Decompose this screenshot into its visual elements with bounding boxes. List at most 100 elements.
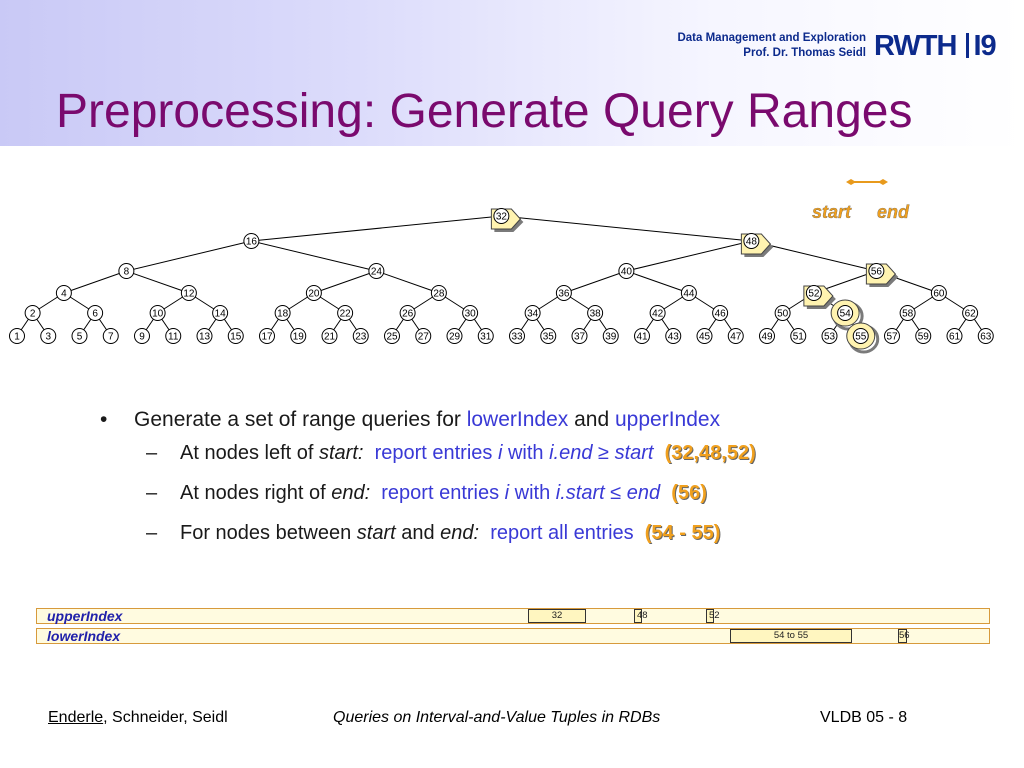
tree-node-label: 40 bbox=[621, 267, 633, 278]
sub1-text: At nodes left of bbox=[180, 442, 319, 464]
tree-node bbox=[290, 328, 307, 344]
tree-node bbox=[587, 305, 604, 321]
footer-slide-number: VLDB 05 - 8 bbox=[820, 709, 908, 726]
tree-node-label: 21 bbox=[324, 332, 336, 343]
lab-name: Data Management and Exploration Prof. Dr… bbox=[677, 31, 866, 61]
tree-node bbox=[259, 328, 275, 344]
tree-node-label: 47 bbox=[730, 332, 742, 343]
tree-node bbox=[837, 305, 854, 321]
tree-node-label: 38 bbox=[590, 309, 602, 320]
tree-node bbox=[352, 328, 369, 344]
tree-node bbox=[774, 305, 791, 321]
tree-node-label: 60 bbox=[933, 289, 945, 300]
tree-node bbox=[321, 328, 338, 344]
tree-node bbox=[243, 233, 260, 249]
tree-node bbox=[24, 305, 41, 321]
sub3-value: (54 - 55) bbox=[644, 522, 721, 544]
tree-node-label: 50 bbox=[777, 309, 789, 320]
tree-node-label: 46 bbox=[715, 309, 727, 320]
sub1-op: ≥ bbox=[592, 442, 615, 464]
tree-node bbox=[509, 328, 525, 344]
tree-node bbox=[602, 328, 619, 344]
tree-node-label: 15 bbox=[230, 332, 242, 343]
tree-node-label: 58 bbox=[902, 309, 914, 320]
sub2-end: end: bbox=[331, 482, 371, 504]
logo-text: RWTH bbox=[874, 30, 957, 62]
legend-start: start bbox=[812, 202, 852, 222]
sub2-istart: i.start bbox=[555, 482, 605, 504]
tree-node bbox=[40, 328, 57, 344]
tree-node-label: 28 bbox=[433, 289, 445, 300]
tree-node bbox=[274, 305, 291, 321]
tree-edge bbox=[313, 270, 377, 294]
sub1-iend: i.end bbox=[549, 442, 593, 464]
upper-index-label: upperIndex bbox=[47, 608, 123, 624]
lower-index-label: lowerIndex bbox=[47, 628, 121, 644]
sub1-value: (32,48,52) bbox=[664, 442, 756, 464]
tree-edge bbox=[251, 240, 377, 272]
tree-node-label: 42 bbox=[652, 309, 664, 320]
tree-node-label: 17 bbox=[261, 332, 273, 343]
tree-node-label: 44 bbox=[683, 289, 695, 300]
tree-node-label: 34 bbox=[527, 309, 539, 320]
sub2-op: ≤ bbox=[604, 482, 627, 504]
tree-node bbox=[180, 285, 197, 301]
tree-edge bbox=[63, 270, 127, 294]
tree-node-label: 16 bbox=[246, 237, 258, 248]
sub1-start: start: bbox=[318, 442, 364, 464]
footer-talk-title: Queries on Interval-and-Value Tuples in … bbox=[333, 709, 661, 726]
sub2-report: report entries bbox=[381, 482, 505, 504]
tree-node-label: 33 bbox=[511, 332, 523, 343]
tree-edge bbox=[626, 240, 752, 272]
tree-node bbox=[9, 328, 25, 344]
tree-node-label: 23 bbox=[355, 332, 367, 343]
tree-node-label: 9 bbox=[139, 332, 145, 343]
tree-node-label: 12 bbox=[183, 289, 195, 300]
tree-node-label: 41 bbox=[636, 332, 648, 343]
tree-node-label: 55 bbox=[855, 332, 867, 343]
tree-node bbox=[165, 328, 182, 344]
sub2-text: At nodes right of bbox=[180, 482, 332, 504]
bullet-sub-2: – At nodes right of end: report entries … bbox=[100, 482, 756, 522]
tree-node-label: 43 bbox=[668, 332, 680, 343]
tree-node bbox=[884, 328, 900, 344]
tree-node bbox=[196, 328, 213, 344]
bullet-dash: – bbox=[146, 522, 158, 544]
tree-node bbox=[790, 328, 807, 344]
tree-node bbox=[337, 305, 354, 321]
bullet-main-text: Generate a set of range queries for bbox=[134, 408, 467, 431]
tree-node-label: 32 bbox=[496, 212, 508, 223]
tree-node bbox=[712, 305, 729, 321]
logo-suffix: I9 bbox=[973, 30, 996, 62]
tree-node-label: 7 bbox=[108, 332, 114, 343]
tree-node bbox=[930, 285, 947, 301]
sub2-endvar: end bbox=[626, 482, 661, 504]
sub2-i: i bbox=[504, 482, 510, 504]
tree-node bbox=[118, 263, 135, 279]
tree-node bbox=[743, 233, 760, 249]
footer-author-main: Enderle bbox=[48, 709, 104, 726]
tree-node-label: 25 bbox=[386, 332, 398, 343]
bullet-main-mid: and bbox=[568, 408, 615, 431]
tree-node bbox=[212, 305, 229, 321]
tree-node bbox=[759, 328, 775, 344]
tree-node bbox=[149, 305, 166, 321]
sub3-text: For nodes between bbox=[180, 522, 357, 544]
tree-node-label: 39 bbox=[605, 332, 617, 343]
logo-divider bbox=[966, 33, 970, 58]
tree-edge bbox=[126, 270, 190, 294]
tree-node bbox=[399, 305, 416, 321]
lab-line-2: Prof. Dr. Thomas Seidl bbox=[743, 47, 866, 59]
tree-node bbox=[446, 328, 463, 344]
tree-node bbox=[368, 263, 385, 279]
tree-node bbox=[821, 328, 838, 344]
tree-node-label: 10 bbox=[152, 309, 164, 320]
sub3-report: report all entries bbox=[490, 522, 634, 544]
tree-node bbox=[384, 328, 400, 344]
tree-edge bbox=[563, 270, 627, 294]
tree-node-label: 31 bbox=[480, 332, 492, 343]
tree-node bbox=[524, 305, 541, 321]
tree-node bbox=[727, 328, 744, 344]
lower-segment: 54 to 55 bbox=[730, 629, 852, 643]
